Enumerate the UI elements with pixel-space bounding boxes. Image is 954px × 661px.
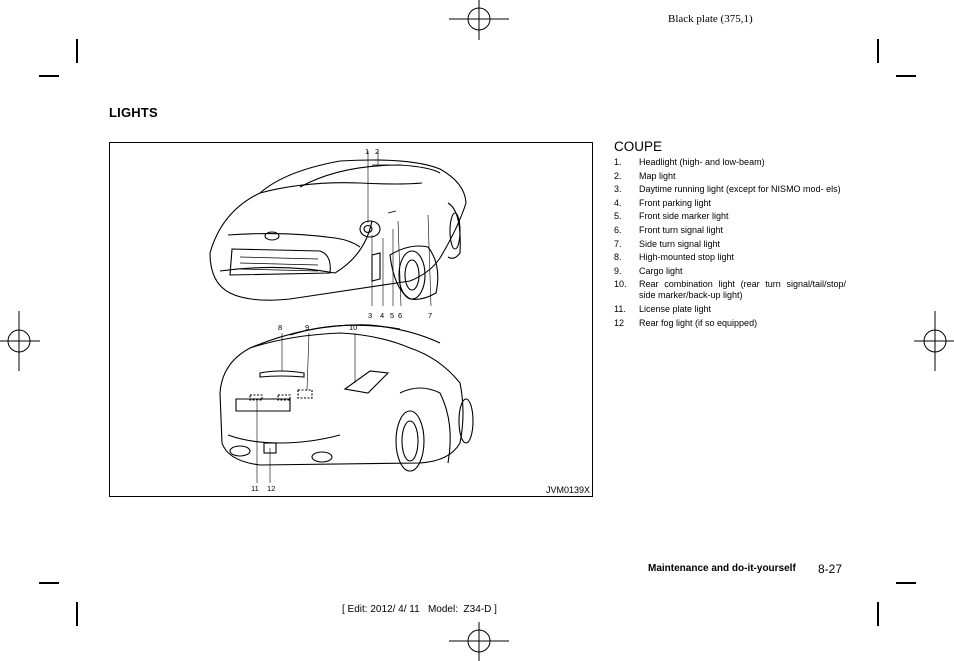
- item-text: Front side marker light: [639, 211, 729, 222]
- item-text: License plate light: [639, 303, 712, 314]
- figure-code: JVM0139X: [546, 485, 591, 495]
- list-item: 6. Front turn signal light: [614, 225, 846, 236]
- callout-label: 12: [267, 484, 276, 493]
- list-item: 11. License plate light: [614, 304, 846, 315]
- section-heading: LIGHTS: [109, 105, 158, 120]
- callout-label: 5: [390, 311, 395, 320]
- item-number: 12: [614, 317, 625, 328]
- list-item: 1. Headlight (high- and low-beam): [614, 157, 846, 168]
- crop-mark: [877, 602, 879, 626]
- list-item: 2. Map light: [614, 171, 846, 182]
- item-number: 6.: [614, 224, 622, 235]
- item-number: 3.: [614, 184, 622, 195]
- item-text: High-mounted stop light: [639, 252, 735, 263]
- callout-label: 9: [305, 323, 310, 332]
- item-number: 5.: [614, 211, 622, 222]
- callout-label: 8: [278, 323, 283, 332]
- plate-label: Black plate (375,1): [668, 13, 753, 25]
- crop-mark: [877, 39, 879, 63]
- item-text: Side turn signal light: [639, 238, 721, 249]
- page-number: 8-27: [818, 562, 843, 576]
- edit-info: [ Edit: 2012/ 4/ 11 Model: Z34-D ]: [342, 604, 497, 615]
- callout-label: 6: [398, 311, 403, 320]
- callout-label: 10: [349, 323, 358, 332]
- registration-mark-icon: [914, 311, 954, 371]
- callout-label: 3: [368, 311, 373, 320]
- list-item: 9. Cargo light: [614, 266, 846, 277]
- list-item: 3. Daytime running light (except for NISM…: [614, 184, 846, 195]
- callout-label: 11: [251, 484, 259, 493]
- callout-label: 4: [380, 311, 385, 320]
- crop-mark: [76, 39, 78, 63]
- crop-mark: [39, 582, 59, 584]
- item-text: Map light: [639, 170, 676, 181]
- item-number: 8.: [614, 252, 622, 263]
- list-item: 10. Rear combination light (rear turn sig…: [614, 279, 846, 301]
- callout-label: 1: [365, 147, 370, 156]
- light-list: 1. Headlight (high- and low-beam) 2. Map l…: [614, 157, 846, 331]
- item-number: 9.: [614, 265, 622, 276]
- item-text: Rear combination light (rear turn signal…: [639, 279, 846, 301]
- registration-mark-icon: [449, 622, 509, 661]
- list-item: 7. Side turn signal light: [614, 239, 846, 250]
- list-item: 5. Front side marker light: [614, 211, 846, 222]
- list-item: 8. High-mounted stop light: [614, 252, 846, 263]
- list-item: 12 Rear fog light (if so equipped): [614, 318, 846, 329]
- item-text: Rear fog light (if so equipped): [639, 317, 758, 328]
- item-text: Front turn signal light: [639, 224, 724, 235]
- footer-section-title: Maintenance and do-it-yourself: [648, 563, 796, 574]
- lights-figure: 1 2 3 4 5 6 7 8 9 10 11 12: [109, 142, 593, 497]
- coupe-heading: COUPE: [614, 139, 663, 154]
- callout-label: 2: [375, 147, 380, 156]
- item-text: Cargo light: [639, 265, 683, 276]
- list-item: 4. Front parking light: [614, 198, 846, 209]
- crop-mark: [896, 582, 916, 584]
- item-number: 4.: [614, 197, 622, 208]
- item-text: Daytime running light (except for NISMO …: [639, 184, 841, 195]
- crop-mark: [896, 75, 916, 77]
- registration-mark-icon: [449, 0, 509, 40]
- car-front-illustration: [209, 151, 474, 483]
- registration-mark-icon: [0, 311, 40, 371]
- crop-mark: [76, 602, 78, 626]
- item-number: 11.: [614, 303, 626, 314]
- item-text: Front parking light: [639, 197, 712, 208]
- item-text: Headlight (high- and low-beam): [639, 157, 765, 167]
- callout-label: 7: [428, 311, 433, 320]
- item-number: 1.: [614, 157, 622, 167]
- item-number: 7.: [614, 238, 622, 249]
- item-number: 10.: [614, 279, 627, 290]
- crop-mark: [39, 75, 59, 77]
- item-number: 2.: [614, 170, 622, 181]
